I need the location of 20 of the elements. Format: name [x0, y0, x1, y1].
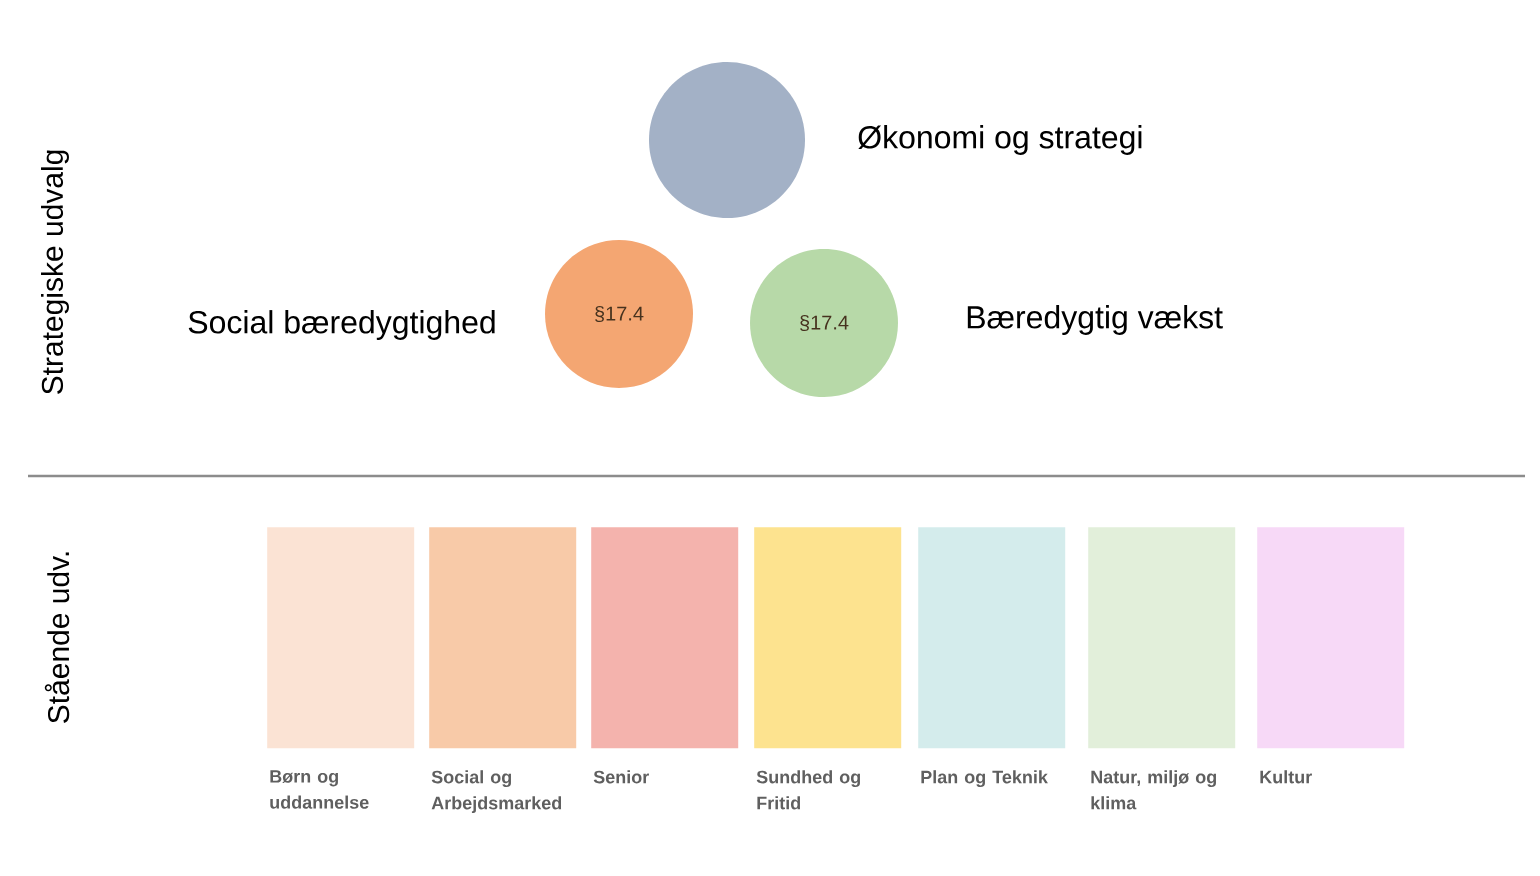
- color-block: [1088, 527, 1236, 749]
- block-caption: Kultur: [1260, 770, 1312, 784]
- circle: [649, 62, 805, 218]
- color-block: [591, 527, 739, 749]
- block-caption: Natur, miljø og klima: [1091, 770, 1216, 810]
- block-caption: Social og Arbejdsmarked: [431, 770, 562, 813]
- block-caption: Plan og Teknik: [921, 770, 1048, 788]
- color-block: [429, 527, 577, 749]
- block-caption: Senior: [593, 770, 649, 784]
- circle-label: Bæredygtig vækst: [967, 305, 1223, 335]
- color-block: [918, 527, 1066, 749]
- circle-label: Økonomi og strategi: [858, 125, 1142, 155]
- block-caption: Børn og uddannelse: [270, 770, 369, 809]
- circle-label: Social bæredygtighed: [188, 310, 495, 340]
- row-heading: Stående udv.: [44, 552, 70, 723]
- block-caption: Sundhed og Fritid: [756, 770, 860, 810]
- color-block: [754, 527, 902, 749]
- color-block: [267, 527, 415, 749]
- row-heading: Strategiske udvalg: [41, 150, 69, 395]
- color-block: [1257, 527, 1405, 749]
